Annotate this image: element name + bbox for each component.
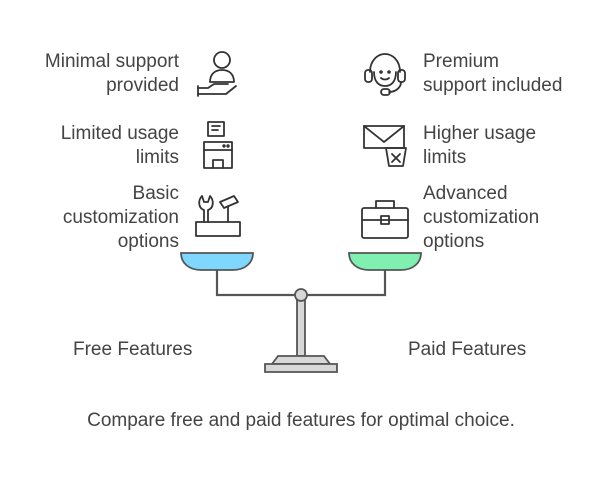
left-pan: [180, 252, 254, 271]
right-item-3-label: Advanced customization options: [423, 183, 540, 252]
briefcase-icon: [358, 196, 412, 244]
scale-base: [264, 363, 338, 373]
right-item-2-label: Higher usage limits: [423, 123, 537, 168]
toolbox-icon: [190, 192, 246, 242]
mail-bin-icon: [360, 120, 410, 170]
right-item-1-label: Premium support included: [423, 51, 563, 96]
left-item-3-label: Basic customization options: [62, 183, 179, 252]
scale-base-top: [270, 355, 332, 365]
person-hand-icon: [192, 48, 244, 98]
scale-pillar: [296, 299, 306, 357]
footer-text: Compare free and paid features for optim…: [87, 410, 515, 431]
paid-features-caption: Paid Features: [408, 339, 527, 360]
left-item-1-label: Minimal support provided: [44, 51, 179, 96]
left-item-2-label: Limited usage limits: [60, 123, 179, 168]
dispenser-icon: [200, 120, 236, 170]
headset-icon: [360, 50, 410, 100]
right-pan: [348, 252, 422, 271]
scale-pivot: [294, 288, 308, 302]
free-features-caption: Free Features: [73, 339, 193, 360]
